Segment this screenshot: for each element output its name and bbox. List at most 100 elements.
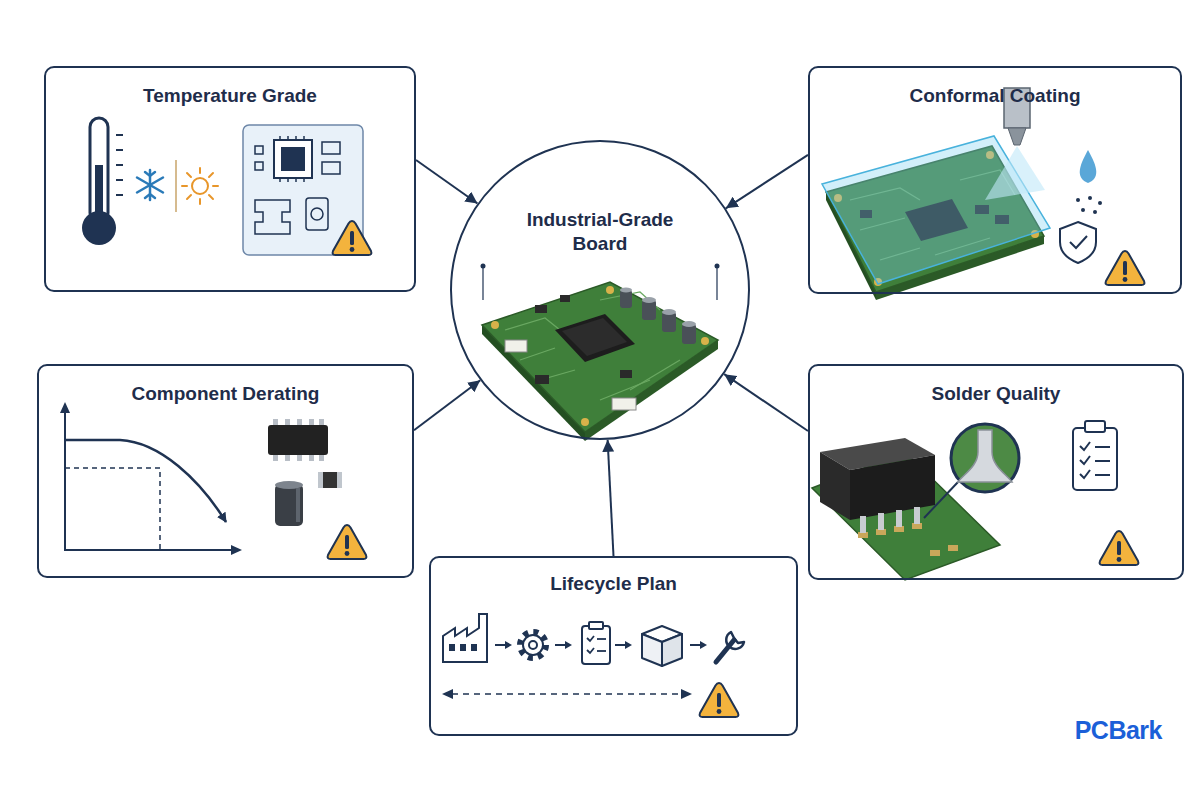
board-illustration-part	[505, 318, 560, 330]
solder-illustration-part	[1095, 446, 1110, 448]
temperature-illustration-part	[137, 178, 163, 193]
lifecycle-illustration-part	[587, 636, 594, 641]
lifecycle-illustration-part	[452, 693, 682, 695]
node-title: Conformal Coating	[810, 84, 1180, 108]
derating-illustration-part	[273, 419, 324, 461]
temperature-illustration-part	[306, 198, 328, 230]
derating-illustration-part	[285, 419, 290, 425]
lifecycle-illustration-part	[565, 641, 572, 649]
temperature-illustration-part	[255, 200, 290, 234]
coating-illustration-part	[1088, 196, 1092, 200]
derating-illustration-part	[319, 419, 324, 425]
temperature-illustration-part	[137, 170, 163, 200]
temperature-illustration-part	[311, 208, 323, 220]
temperature-illustration-part	[116, 194, 123, 196]
temperature-illustration-part	[333, 221, 372, 255]
lifecycle-illustration-part	[495, 644, 506, 646]
solder-illustration-part	[1100, 531, 1139, 565]
lifecycle-illustration-part	[642, 634, 662, 666]
temperature-illustration-part	[322, 142, 340, 154]
coating-illustration-part	[1081, 208, 1085, 212]
board-illustration-part	[505, 292, 680, 400]
temperature-illustration-part	[187, 195, 191, 199]
coating-illustration-part	[1008, 128, 1026, 145]
lifecycle-illustration-part	[681, 689, 692, 699]
derating-illustration-part	[318, 472, 342, 488]
temperature-illustration-part	[279, 136, 281, 140]
derating-illustration-part	[318, 472, 323, 488]
solder-illustration-part	[924, 482, 958, 518]
coating-illustration-part	[822, 136, 1050, 284]
derating-illustration-part	[273, 455, 278, 461]
coating-illustration-part	[1080, 150, 1097, 183]
temperature-illustration-part	[116, 134, 123, 136]
lifecycle-illustration-part	[471, 644, 477, 651]
lifecycle-illustration	[442, 614, 744, 717]
solder-illustration-part	[1095, 474, 1110, 476]
lifecycle-illustration-part	[443, 614, 487, 662]
solder-illustration-part	[878, 513, 884, 530]
temperature-illustration-part	[322, 162, 340, 174]
lifecycle-illustration-part	[615, 644, 626, 646]
temperature-illustration-part	[274, 140, 312, 178]
coating-illustration-part	[1098, 201, 1102, 205]
temperature-illustration-part	[199, 168, 201, 173]
derating-illustration-part	[275, 484, 303, 526]
node-title: Component Derating	[39, 382, 412, 406]
temperature-illustration-part	[116, 135, 123, 195]
temperature-illustration-part	[116, 179, 123, 181]
temperature-illustration-part	[287, 178, 289, 182]
derating-illustration-part	[319, 455, 324, 461]
temperature-illustration-part	[82, 211, 116, 245]
lifecycle-illustration-part	[587, 636, 606, 653]
lifecycle-illustration-part	[587, 648, 594, 653]
board-illustration-part	[555, 314, 635, 362]
temperature-illustration-part	[279, 178, 281, 182]
derating-illustration-part	[273, 419, 278, 425]
temperature-illustration-part	[145, 194, 155, 198]
derating-illustration-part	[309, 455, 314, 461]
temperature-illustration-part	[209, 173, 213, 177]
arrow-connector	[724, 374, 808, 431]
derating-illustration-part	[65, 468, 160, 550]
derating-illustration	[60, 402, 366, 559]
temperature-illustration-part	[199, 199, 201, 204]
temperature-illustration-part	[295, 136, 297, 140]
solder-illustration-part	[858, 523, 958, 556]
center-circle: Industrial-Grade Board	[450, 140, 750, 440]
node-title: Lifecycle Plan	[431, 572, 796, 596]
temperature-illustration-part	[213, 185, 218, 187]
lifecycle-illustration-part	[662, 634, 682, 666]
factor-box: Component Derating	[37, 364, 414, 578]
lifecycle-illustration-part	[589, 622, 603, 629]
board-illustration-part	[716, 268, 717, 300]
derating-illustration-part	[65, 412, 232, 550]
derating-illustration-part	[231, 545, 242, 555]
lifecycle-illustration-part	[690, 644, 701, 646]
solder-illustration-part	[1080, 442, 1110, 478]
temperature-illustration-part	[255, 162, 263, 170]
board-illustration-part	[715, 264, 720, 269]
solder-illustration-part	[1073, 428, 1117, 490]
board-illustration-part	[535, 305, 547, 313]
lifecycle-illustration-part	[555, 644, 566, 646]
coating-illustration	[822, 88, 1144, 300]
lifecycle-illustration-part	[449, 644, 455, 651]
lifecycle-illustration-part	[520, 632, 546, 658]
solder-illustration-part	[860, 516, 866, 533]
temperature-illustration-part	[281, 147, 305, 171]
factor-box: Conformal Coating	[808, 66, 1182, 294]
temperature-illustration-part	[192, 178, 208, 194]
temperature-illustration-part	[175, 160, 177, 212]
coating-illustration-part	[1093, 210, 1097, 214]
temperature-illustration-part	[303, 178, 305, 182]
board-illustration-part	[620, 288, 696, 345]
board-illustration-part	[662, 309, 676, 315]
board-illustration-part	[620, 370, 632, 378]
lifecycle-illustration-part	[582, 626, 610, 664]
solder-illustration-part	[820, 452, 850, 520]
factor-box: Temperature Grade	[44, 66, 416, 292]
lifecycle-illustration-part	[597, 638, 606, 640]
temperature-illustration-part	[255, 146, 263, 154]
temperature-illustration-part	[182, 185, 187, 187]
